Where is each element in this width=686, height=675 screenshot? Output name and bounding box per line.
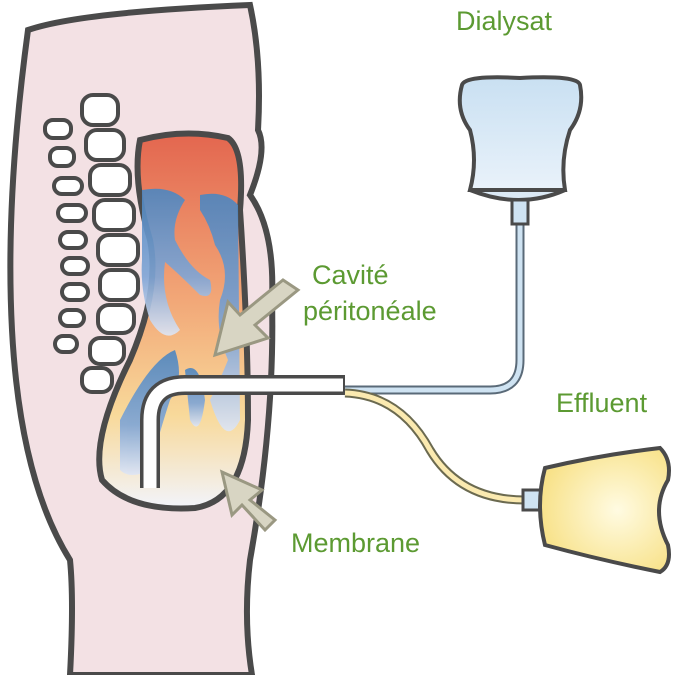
dialysate-bag-connector: [510, 198, 530, 226]
cavity-arrow: [212, 278, 301, 358]
label-membrane: Membrane: [291, 528, 421, 558]
label-dialysate: Dialysat: [456, 6, 553, 36]
label-effluent: Effluent: [556, 388, 648, 418]
spine-vertebrae: [43, 93, 140, 394]
membrane-arrow: [219, 469, 278, 533]
dialysate-bag: [457, 75, 584, 192]
effluent-bag: [538, 445, 671, 575]
label-cavity-line2: péritonéale: [303, 296, 437, 326]
effluent-tube: [344, 388, 526, 505]
label-cavity-line1: Cavité: [312, 260, 389, 290]
